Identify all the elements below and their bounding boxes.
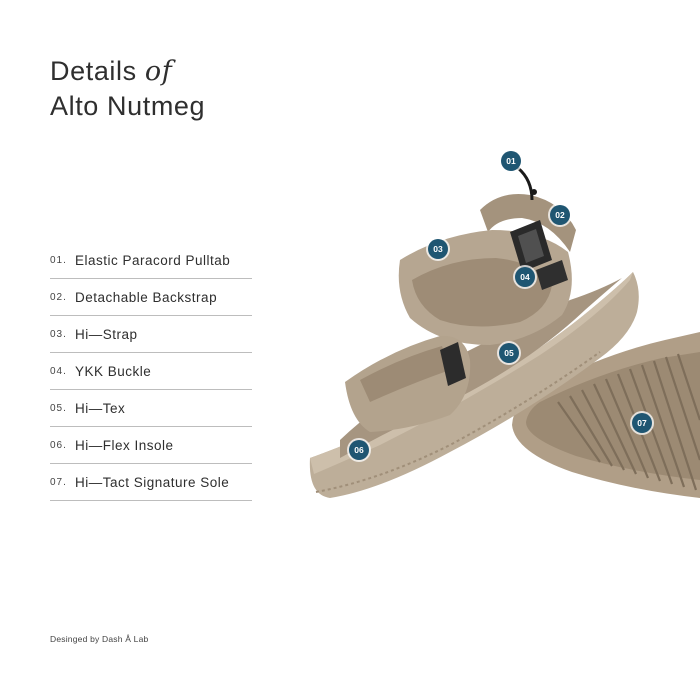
spec-number: 02.	[50, 291, 67, 303]
spec-item-backstrap: 02. Detachable Backstrap	[50, 279, 252, 316]
title-line-2: Alto Nutmeg	[50, 91, 206, 121]
spec-item-strap: 03. Hi—Strap	[50, 316, 252, 353]
marker-sole: 07	[632, 413, 652, 433]
marker-buckle: 04	[515, 267, 535, 287]
spec-label: Hi—Flex Insole	[75, 437, 174, 453]
spec-item-buckle: 04. YKK Buckle	[50, 353, 252, 390]
front-strap	[345, 335, 471, 432]
spec-label: Detachable Backstrap	[75, 289, 218, 305]
buckle	[510, 220, 568, 290]
spec-label: Elastic Paracord Pulltab	[75, 252, 231, 268]
marker-tex: 05	[499, 343, 519, 363]
product-image	[300, 140, 700, 510]
title-word: Details	[50, 56, 137, 86]
spec-label: Hi—Strap	[75, 326, 138, 342]
title-line-1: Details of	[50, 54, 205, 89]
spec-label: Hi—Tact Signature Sole	[75, 474, 230, 490]
marker-insole: 06	[349, 440, 369, 460]
rear-sole	[512, 332, 700, 498]
spec-number: 07.	[50, 476, 67, 488]
page-title: Details of Alto Nutmeg	[50, 54, 205, 123]
spec-number: 03.	[50, 328, 67, 340]
spec-list: 01. Elastic Paracord Pulltab 02. Detacha…	[50, 242, 252, 501]
spec-item-tex: 05. Hi—Tex	[50, 390, 252, 427]
title-of: of	[144, 56, 173, 87]
spec-number: 05.	[50, 402, 67, 414]
marker-strap: 03	[428, 239, 448, 259]
spec-item-sole: 07. Hi—Tact Signature Sole	[50, 464, 252, 501]
spec-item-insole: 06. Hi—Flex Insole	[50, 427, 252, 464]
spec-number: 04.	[50, 365, 67, 377]
sandal-illustration	[309, 166, 700, 498]
marker-pulltab: 01	[501, 151, 521, 171]
spec-number: 01.	[50, 254, 67, 266]
marker-backstrap: 02	[550, 205, 570, 225]
spec-label: YKK Buckle	[75, 363, 152, 379]
spec-item-pulltab: 01. Elastic Paracord Pulltab	[50, 242, 252, 279]
designer-credit: Desinged by Dash Å Lab	[50, 634, 149, 644]
spec-label: Hi—Tex	[75, 400, 126, 416]
spec-number: 06.	[50, 439, 67, 451]
